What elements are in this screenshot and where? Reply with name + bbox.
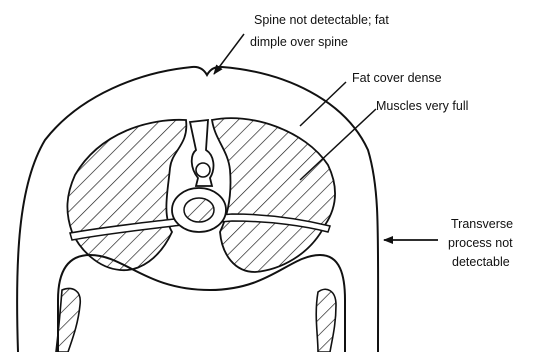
muscles-label: Muscles very full [376,99,468,113]
left-muscle-mass [67,120,186,270]
fat-cover-leader-line [300,82,346,126]
left-rib [56,289,80,352]
transverse-label-line3: detectable [452,255,510,269]
transverse-label-line2: process not [448,236,513,250]
spine-label-line1: Spine not detectable; fat [254,13,389,27]
right-muscle-mass [212,118,335,272]
fat-cover-label: Fat cover dense [352,71,442,85]
vertebra-body-core [184,198,214,222]
spine-label-line2: dimple over spine [250,35,348,49]
right-rib [316,289,336,352]
vertebra-neural-canal [196,163,210,177]
inner-body-outline [58,255,345,352]
transverse-label-line1: Transverse [451,217,513,231]
